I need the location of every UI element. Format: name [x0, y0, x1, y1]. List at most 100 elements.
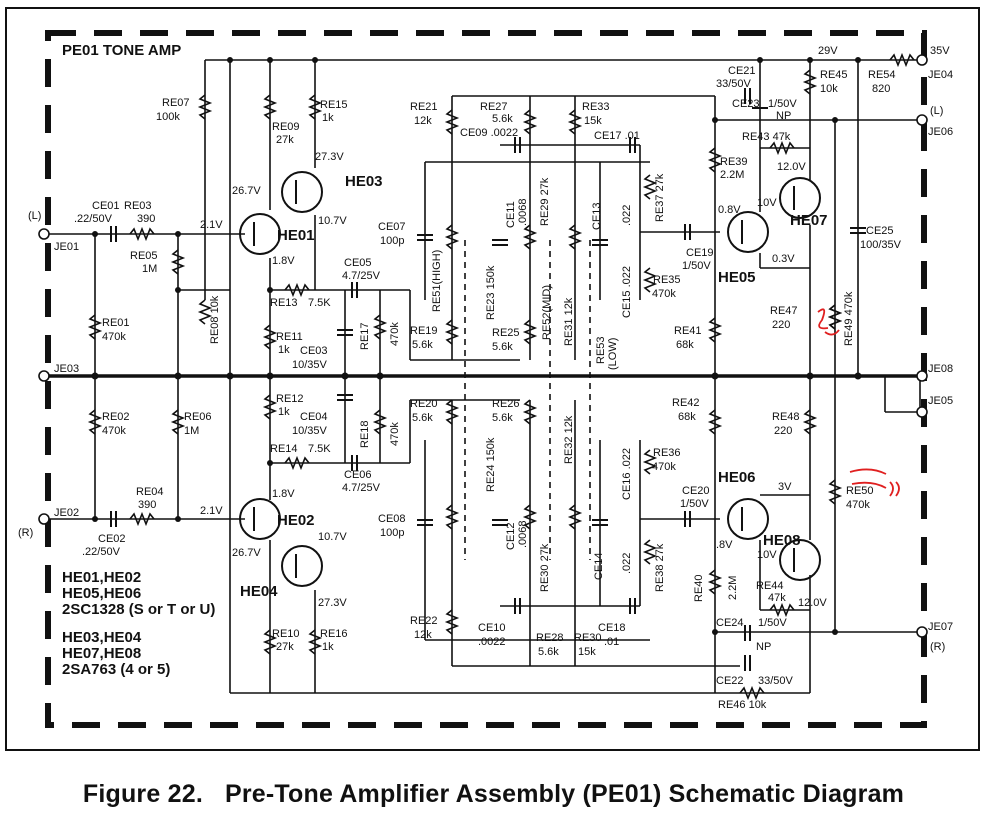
svg-text:33/50V: 33/50V: [716, 78, 752, 90]
svg-text:RE45: RE45: [820, 69, 848, 81]
svg-text:RE20: RE20: [410, 398, 438, 410]
svg-text:68k: 68k: [676, 339, 694, 351]
svg-text:CE18: CE18: [598, 622, 626, 634]
svg-text:1.8V: 1.8V: [272, 255, 295, 267]
svg-text:2.1V: 2.1V: [200, 505, 223, 517]
svg-text:470k: 470k: [102, 331, 126, 343]
svg-text:.22/50V: .22/50V: [74, 213, 113, 225]
svg-text:CE15 .022: CE15 .022: [621, 266, 633, 318]
svg-text:1k: 1k: [278, 344, 290, 356]
svg-text:RE30 27k: RE30 27k: [539, 543, 551, 592]
svg-text:RE36: RE36: [653, 447, 681, 459]
voltage-labels: 27.3V 26.7V 10.7V 2.1V 1.8V 2.1V 1.8V 26…: [200, 45, 838, 609]
svg-text:HE01,HE02: HE01,HE02: [62, 569, 141, 586]
figure-title: Pre-Tone Amplifier Assembly (PE01) Schem…: [224, 780, 905, 808]
svg-text:CE13: CE13: [591, 202, 603, 230]
svg-text:26.7V: 26.7V: [232, 185, 261, 197]
svg-text:NP: NP: [756, 641, 771, 653]
svg-text:RE24 150k: RE24 150k: [485, 437, 497, 492]
svg-text:220: 220: [774, 425, 792, 437]
svg-text:RE08 10k: RE08 10k: [209, 295, 221, 344]
svg-text:NP: NP: [776, 110, 791, 122]
svg-text:.01: .01: [604, 636, 619, 648]
terminal-je03: [38, 370, 50, 382]
svg-text:CE05: CE05: [344, 257, 372, 269]
svg-text:15k: 15k: [584, 115, 602, 127]
svg-text:RE50: RE50: [846, 485, 874, 497]
svg-text:CE08: CE08: [378, 513, 406, 525]
svg-text:JE08: JE08: [928, 363, 953, 375]
svg-text:CE09 .0022: CE09 .0022: [460, 127, 518, 139]
svg-text:JE01: JE01: [54, 241, 79, 253]
svg-text:3V: 3V: [778, 481, 792, 493]
junction-dots: [91, 57, 862, 635]
svg-text:CE01: CE01: [92, 200, 120, 212]
svg-text:(L): (L): [930, 105, 943, 117]
svg-text:JE03: JE03: [54, 363, 79, 375]
svg-text:220: 220: [772, 319, 790, 331]
svg-text:RE38 27k: RE38 27k: [654, 543, 666, 592]
svg-text:100/35V: 100/35V: [860, 239, 902, 251]
transistor-he04: [281, 545, 323, 587]
svg-text:47k: 47k: [768, 592, 786, 604]
svg-text:RE46 10k: RE46 10k: [718, 699, 767, 711]
svg-text:100p: 100p: [380, 527, 404, 539]
wires: [40, 59, 921, 694]
svg-text:5.6k: 5.6k: [492, 341, 513, 353]
svg-text:RE22: RE22: [410, 615, 438, 627]
svg-text:27.3V: 27.3V: [318, 597, 347, 609]
svg-text:JE05: JE05: [928, 395, 953, 407]
svg-text:(LOW): (LOW): [607, 338, 619, 370]
svg-text:HE06: HE06: [718, 469, 756, 486]
svg-text:HE07: HE07: [790, 212, 828, 229]
output-section-part-labels: CE21 33/50V CE23 1/50V NP RE45 10k RE54 …: [672, 65, 902, 711]
transistor-he08: [779, 539, 821, 581]
connector-terminals: [38, 54, 928, 638]
svg-text:RE17: RE17: [359, 322, 371, 350]
svg-text:CE02: CE02: [98, 533, 126, 545]
terminal-je08: [916, 370, 928, 382]
svg-text:CE07: CE07: [378, 221, 406, 233]
svg-text:HE03,HE04: HE03,HE04: [62, 629, 142, 646]
svg-text:RE27: RE27: [480, 101, 508, 113]
svg-text:470k: 470k: [102, 425, 126, 437]
transistor-he01: [239, 213, 281, 255]
svg-text:5.6k: 5.6k: [412, 412, 433, 424]
svg-text:RE40: RE40: [693, 574, 705, 602]
svg-text:4.7/25V: 4.7/25V: [342, 482, 381, 494]
svg-text:RE53: RE53: [595, 336, 607, 364]
svg-text:RE42: RE42: [672, 397, 700, 409]
svg-text:HE05: HE05: [718, 269, 756, 286]
transistor-he07: [779, 177, 821, 219]
svg-text:470k: 470k: [389, 322, 401, 346]
svg-text:7.5K: 7.5K: [308, 297, 331, 309]
svg-text:RE15: RE15: [320, 99, 348, 111]
svg-text:RE09: RE09: [272, 121, 300, 133]
svg-text:RE41: RE41: [674, 325, 702, 337]
svg-text:2SC1328 (S or T or U): 2SC1328 (S or T or U): [62, 601, 215, 618]
svg-text:CE21: CE21: [728, 65, 756, 77]
svg-text:RE44: RE44: [756, 580, 784, 592]
svg-text:.0022: .0022: [478, 636, 506, 648]
svg-text:0.8V: 0.8V: [718, 204, 741, 216]
svg-text:1.8V: 1.8V: [272, 488, 295, 500]
svg-text:RE10: RE10: [272, 628, 300, 640]
svg-text:1/50V: 1/50V: [768, 98, 797, 110]
svg-text:12.0V: 12.0V: [798, 597, 827, 609]
svg-text:2SA763 (4 or 5): 2SA763 (4 or 5): [62, 661, 170, 678]
svg-text:.22/50V: .22/50V: [82, 546, 121, 558]
transistor-he03: [281, 171, 323, 213]
svg-text:RE39: RE39: [720, 156, 748, 168]
tone-potentiometers: [444, 224, 843, 530]
svg-text:RE49 470k: RE49 470k: [843, 291, 855, 346]
svg-text:10/35V: 10/35V: [292, 359, 328, 371]
svg-text:RE11: RE11: [276, 331, 303, 343]
terminal-je06: [916, 114, 928, 126]
transistor-labels: HE01 HE03 HE02 HE04 HE05 HE07 HE06 HE08: [240, 173, 828, 600]
svg-text:5.6k: 5.6k: [538, 646, 559, 658]
svg-text:RE16: RE16: [320, 628, 348, 640]
svg-text:RE04: RE04: [136, 486, 164, 498]
svg-text:35V: 35V: [930, 45, 950, 57]
svg-text:10k: 10k: [820, 83, 838, 95]
svg-text:CE14: CE14: [593, 552, 605, 580]
